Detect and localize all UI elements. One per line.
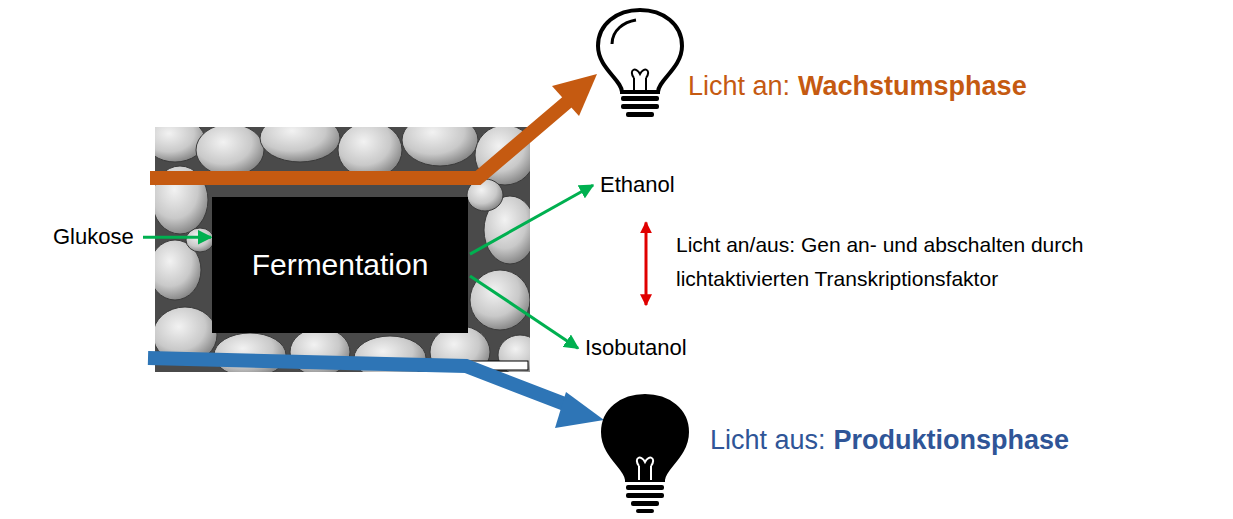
phase-name: Produktionsphase bbox=[834, 424, 1070, 456]
product-label: Isobutanol bbox=[582, 333, 692, 363]
node-text: Glukose bbox=[53, 224, 136, 250]
phase-prefix: Licht an: bbox=[688, 70, 790, 102]
phase-caption: Licht aus:Produktionsphase bbox=[710, 424, 1069, 456]
input-label: Glukose bbox=[50, 222, 139, 252]
node-text: Isobutanol bbox=[585, 335, 689, 361]
phase-caption: Licht an:Wachstumsphase bbox=[688, 70, 1027, 102]
flow-arrow bbox=[470, 276, 578, 348]
flow-arrow bbox=[143, 236, 211, 239]
flow-arrow bbox=[470, 185, 593, 254]
node-text: Fermentation bbox=[252, 248, 429, 282]
phase-name: Wachstumsphase bbox=[798, 70, 1027, 102]
switch-arrow bbox=[645, 222, 648, 305]
node-text: Ethanol bbox=[600, 172, 677, 198]
phase-prefix: Licht aus: bbox=[710, 424, 826, 456]
product-label: Ethanol bbox=[597, 170, 680, 200]
process-box: Fermentation bbox=[212, 197, 468, 333]
edge-label: Licht an/aus: Gen an- und abschalten dur… bbox=[676, 228, 1221, 295]
